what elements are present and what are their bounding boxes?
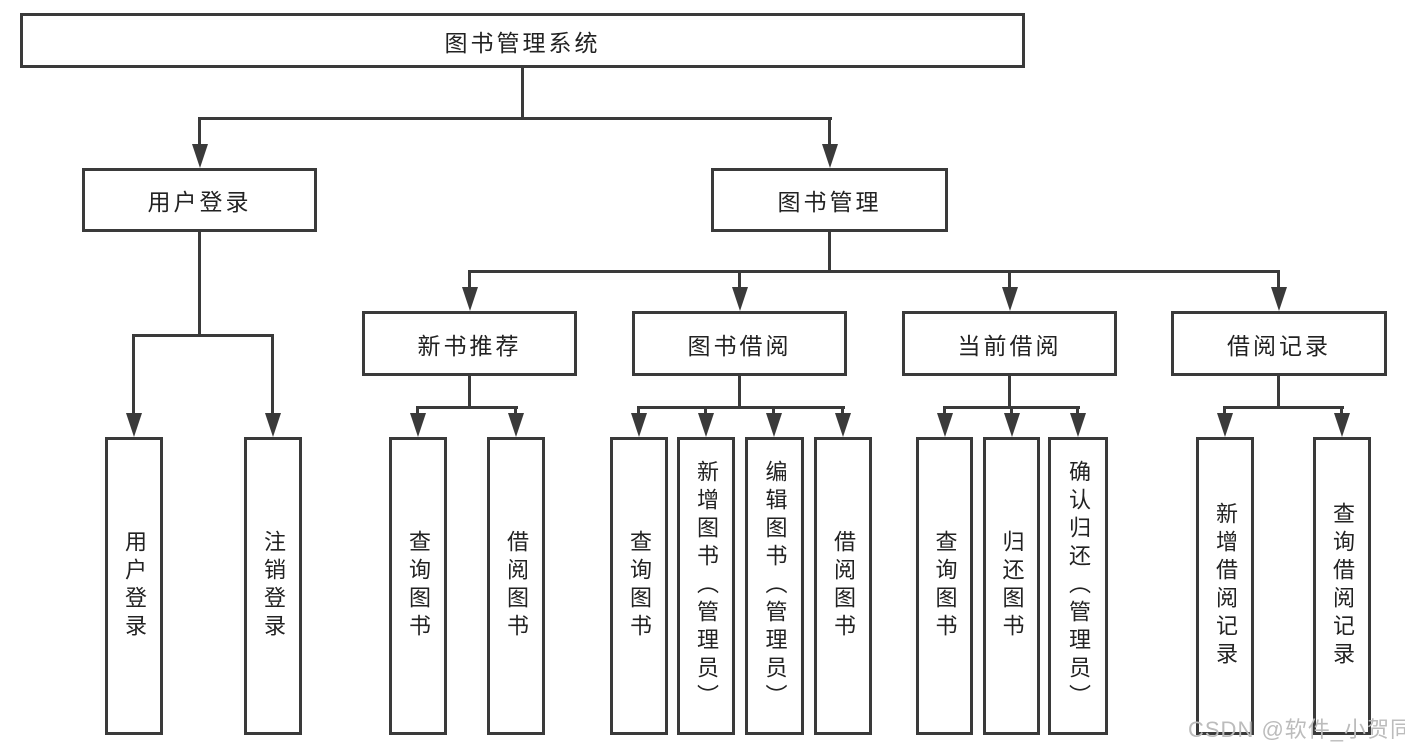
leaf-query-book-borrowing-label: 查询图书 <box>627 530 652 642</box>
leaf-query-book-current-label: 查询图书 <box>932 530 958 642</box>
leaf-edit-book-admin-label: 编辑图书（管理员） <box>762 460 788 712</box>
leaf-confirm-return-admin-label: 确认归还（管理员） <box>1066 460 1091 712</box>
connector-line <box>1340 406 1343 418</box>
arrow-down-icon <box>508 413 524 437</box>
leaf-query-borrow-record-label: 查询借阅记录 <box>1330 502 1355 670</box>
connector-line <box>1277 270 1280 292</box>
node-new-book-recommendation: 新书推荐 <box>362 311 577 376</box>
leaf-query-book-borrowing: 查询图书 <box>610 437 668 735</box>
node-new-book-recommendation-label: 新书推荐 <box>417 332 522 359</box>
arrow-down-icon <box>766 413 782 437</box>
connector-line <box>738 376 741 408</box>
leaf-return-book: 归还图书 <box>983 437 1040 735</box>
leaf-user-login: 用户登录 <box>105 437 163 735</box>
arrow-down-icon <box>126 413 142 437</box>
node-library-system-label: 图书管理系统 <box>444 29 601 56</box>
connector-line <box>738 270 741 292</box>
connector-line <box>637 406 845 409</box>
connector-line <box>132 334 135 418</box>
leaf-borrow-book-borrowing-label: 借阅图书 <box>831 530 856 642</box>
connector-line <box>468 376 471 408</box>
arrow-down-icon <box>1217 413 1233 437</box>
connector-line <box>637 406 640 418</box>
connector-line <box>514 406 517 418</box>
leaf-logout: 注销登录 <box>244 437 302 735</box>
arrow-down-icon <box>462 287 478 311</box>
leaf-add-borrow-record: 新增借阅记录 <box>1196 437 1254 735</box>
connector-line <box>1008 270 1011 292</box>
node-current-borrowing-label: 当前借阅 <box>957 332 1062 359</box>
leaf-query-book-recommend-label: 查询图书 <box>406 530 431 642</box>
arrow-down-icon <box>410 413 426 437</box>
connector-line <box>828 232 831 273</box>
connector-line <box>416 406 518 409</box>
arrow-down-icon <box>631 413 647 437</box>
connector-line <box>841 406 844 418</box>
connector-line <box>828 117 831 150</box>
node-book-borrowing-label: 图书借阅 <box>687 332 792 359</box>
connector-line <box>704 406 707 418</box>
connector-line <box>943 406 946 418</box>
leaf-add-book-admin-label: 新增图书（管理员） <box>694 460 719 712</box>
node-user-login-label: 用户登录 <box>147 189 252 215</box>
arrow-down-icon <box>1002 287 1018 311</box>
leaf-borrow-book-recommend-label: 借阅图书 <box>504 530 529 642</box>
connector-line <box>1223 406 1344 409</box>
connector-line <box>1008 376 1011 408</box>
arrow-down-icon <box>835 413 851 437</box>
node-current-borrowing: 当前借阅 <box>902 311 1117 376</box>
connector-line <box>1277 376 1280 408</box>
arrow-down-icon <box>265 413 281 437</box>
leaf-query-book-current: 查询图书 <box>916 437 973 735</box>
arrow-down-icon <box>937 413 953 437</box>
connector-line <box>468 270 1280 273</box>
leaf-user-login-label: 用户登录 <box>122 530 147 642</box>
connector-line <box>132 334 274 337</box>
connector-line <box>198 117 201 150</box>
leaf-query-borrow-record: 查询借阅记录 <box>1313 437 1371 735</box>
connector-line <box>1223 406 1226 418</box>
connector-line <box>198 117 832 120</box>
arrow-down-icon <box>698 413 714 437</box>
leaf-confirm-return-admin: 确认归还（管理员） <box>1048 437 1108 735</box>
csdn-watermark: CSDN @软件_小贺同学 <box>1188 717 1405 742</box>
connector-line <box>521 68 524 119</box>
node-book-management-label: 图书管理 <box>777 189 882 215</box>
connector-line <box>1076 406 1079 418</box>
connector-line <box>416 406 419 418</box>
leaf-add-book-admin: 新增图书（管理员） <box>677 437 735 735</box>
leaf-return-book-label: 归还图书 <box>999 530 1025 642</box>
node-user-login: 用户登录 <box>82 168 317 232</box>
leaf-logout-label: 注销登录 <box>261 530 286 642</box>
leaf-borrow-book-borrowing: 借阅图书 <box>814 437 872 735</box>
arrow-down-icon <box>732 287 748 311</box>
leaf-add-borrow-record-label: 新增借阅记录 <box>1213 502 1238 670</box>
arrow-down-icon <box>1004 413 1020 437</box>
node-borrowing-records-label: 借阅记录 <box>1227 332 1331 359</box>
node-book-management: 图书管理 <box>711 168 948 232</box>
node-borrowing-records: 借阅记录 <box>1171 311 1387 376</box>
node-book-borrowing: 图书借阅 <box>632 311 847 376</box>
connector-line <box>198 232 201 337</box>
leaf-edit-book-admin: 编辑图书（管理员） <box>745 437 804 735</box>
arrow-down-icon <box>1334 413 1350 437</box>
connector-line <box>468 270 471 292</box>
arrow-down-icon <box>192 144 208 168</box>
arrow-down-icon <box>822 144 838 168</box>
leaf-query-book-recommend: 查询图书 <box>389 437 447 735</box>
leaf-borrow-book-recommend: 借阅图书 <box>487 437 545 735</box>
connector-line <box>772 406 775 418</box>
node-library-system: 图书管理系统 <box>20 13 1025 68</box>
arrow-down-icon <box>1271 287 1287 311</box>
connector-line <box>1010 406 1013 418</box>
arrow-down-icon <box>1070 413 1086 437</box>
connector-line <box>271 334 274 418</box>
